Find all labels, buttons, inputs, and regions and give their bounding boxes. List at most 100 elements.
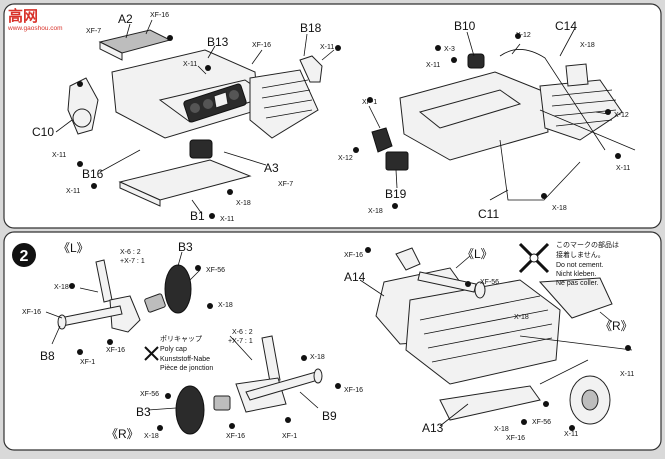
svg-text:XF-16: XF-16 bbox=[506, 435, 525, 442]
svg-text:X-18: X-18 bbox=[580, 42, 595, 49]
step-number-badge: 2 bbox=[12, 243, 36, 267]
svg-text:X-18: X-18 bbox=[368, 208, 383, 215]
svg-text:X-12: X-12 bbox=[516, 32, 531, 39]
svg-text:B8: B8 bbox=[40, 349, 55, 363]
svg-text:X-18: X-18 bbox=[236, 200, 251, 207]
step2-left-labels: 《L》 B3 X-6 : 2 +X-7 : 1 XF-56 X-18 X-18 … bbox=[22, 240, 363, 441]
svg-text:X-18: X-18 bbox=[54, 284, 69, 291]
step1-right-leaders bbox=[368, 27, 609, 201]
svg-text:X-3: X-3 bbox=[444, 46, 455, 53]
svg-text:《L》: 《L》 bbox=[462, 247, 493, 261]
svg-text:このマークの部品は: このマークの部品は bbox=[556, 240, 619, 249]
svg-text:《R》: 《R》 bbox=[106, 427, 139, 441]
svg-text:+X-7 : 1: +X-7 : 1 bbox=[120, 258, 145, 265]
svg-text:XF-16: XF-16 bbox=[106, 347, 125, 354]
svg-text:《R》: 《R》 bbox=[600, 319, 633, 333]
svg-text:X-11: X-11 bbox=[564, 431, 578, 438]
svg-text:B3: B3 bbox=[178, 240, 193, 254]
polycap-note: ポリキャップ Poly cap Kunststoff-Nabe Pièce de… bbox=[160, 335, 213, 372]
svg-text:A14: A14 bbox=[344, 270, 366, 284]
chassis-illustration bbox=[375, 247, 633, 425]
step1-left-leaders bbox=[55, 19, 335, 215]
svg-text:X-11: X-11 bbox=[52, 152, 66, 159]
svg-text:X-11: X-11 bbox=[66, 188, 80, 195]
svg-text:A2: A2 bbox=[118, 12, 133, 26]
svg-text:X-6 : 2: X-6 : 2 bbox=[232, 329, 253, 336]
screw-markers-chassis bbox=[365, 247, 631, 431]
svg-text:XF-7: XF-7 bbox=[86, 28, 101, 35]
svg-text:X-12: X-12 bbox=[614, 112, 629, 119]
svg-text:Poly cap: Poly cap bbox=[160, 346, 187, 353]
svg-text:XF-16: XF-16 bbox=[344, 252, 363, 259]
svg-text:X-18: X-18 bbox=[144, 433, 159, 440]
svg-text:A13: A13 bbox=[422, 421, 444, 435]
svg-text:X-11: X-11 bbox=[616, 165, 630, 172]
svg-text:X-11: X-11 bbox=[183, 61, 197, 68]
svg-text:Do not cement.: Do not cement. bbox=[556, 262, 604, 269]
no-cement-icon bbox=[518, 242, 550, 274]
svg-text:Nicht kleben.: Nicht kleben. bbox=[556, 271, 597, 278]
svg-text:XF-16: XF-16 bbox=[150, 12, 169, 19]
svg-text:XF-16: XF-16 bbox=[344, 387, 363, 394]
svg-text:B16: B16 bbox=[82, 167, 104, 181]
svg-text:XF-1: XF-1 bbox=[282, 433, 297, 440]
svg-text:X-18: X-18 bbox=[310, 354, 325, 361]
svg-text:www.gaoshou.com: www.gaoshou.com bbox=[7, 25, 63, 32]
svg-text:XF-7: XF-7 bbox=[278, 181, 293, 188]
svg-text:XF-1: XF-1 bbox=[80, 359, 95, 366]
step2-leaders bbox=[45, 251, 319, 411]
step1-labels: A2 XF-16 XF-7 B13 XF-16 X-11 B18 X-11 C1… bbox=[32, 12, 630, 223]
svg-text:X-18: X-18 bbox=[514, 314, 529, 321]
svg-text:B10: B10 bbox=[454, 19, 476, 33]
svg-text:C10: C10 bbox=[32, 125, 54, 139]
svg-text:XF-56: XF-56 bbox=[480, 279, 499, 286]
svg-text:B1: B1 bbox=[190, 209, 205, 223]
svg-text:X-18: X-18 bbox=[552, 205, 567, 212]
right-hub-illustration bbox=[175, 335, 323, 435]
svg-text:ポリキャップ: ポリキャップ bbox=[160, 335, 202, 343]
svg-text:X-18: X-18 bbox=[494, 426, 509, 433]
svg-text:XF-16: XF-16 bbox=[22, 309, 41, 316]
svg-text:2: 2 bbox=[20, 248, 29, 265]
svg-text:X-11: X-11 bbox=[220, 216, 234, 223]
svg-text:B9: B9 bbox=[322, 409, 337, 423]
svg-text:接着しません。: 接着しません。 bbox=[556, 250, 605, 259]
svg-text:B19: B19 bbox=[385, 187, 407, 201]
svg-text:B18: B18 bbox=[300, 21, 322, 35]
polycap-icon bbox=[144, 346, 159, 361]
svg-text:XF-1: XF-1 bbox=[362, 99, 377, 106]
svg-text:XF-16: XF-16 bbox=[252, 42, 271, 49]
no-cement-note: このマークの部品は 接着しません。 Do not cement. Nicht k… bbox=[556, 240, 619, 287]
svg-text:Pièce de jonction: Pièce de jonction bbox=[160, 365, 213, 372]
svg-text:X-12: X-12 bbox=[338, 155, 353, 162]
svg-text:A3: A3 bbox=[264, 161, 279, 175]
svg-text:《L》: 《L》 bbox=[58, 241, 89, 255]
svg-text:B3: B3 bbox=[136, 405, 151, 419]
svg-text:C14: C14 bbox=[555, 19, 577, 33]
svg-text:XF-56: XF-56 bbox=[532, 419, 551, 426]
svg-text:高网: 高网 bbox=[8, 7, 38, 25]
svg-text:X-11: X-11 bbox=[320, 44, 334, 51]
engine-left-illustration bbox=[67, 29, 323, 207]
left-hub-illustration bbox=[57, 259, 192, 333]
svg-text:XF-56: XF-56 bbox=[206, 267, 225, 274]
svg-text:X-6 : 2: X-6 : 2 bbox=[120, 249, 141, 256]
screw-markers-step1 bbox=[77, 33, 621, 219]
svg-text:B13: B13 bbox=[207, 35, 229, 49]
svg-text:Ne pas coller.: Ne pas coller. bbox=[556, 280, 598, 287]
svg-text:X-18: X-18 bbox=[218, 302, 233, 309]
screw-markers-step2 bbox=[69, 265, 341, 431]
watermark-logo: 高网 www.gaoshou.com bbox=[7, 7, 63, 32]
svg-text:XF-16: XF-16 bbox=[226, 433, 245, 440]
svg-text:X-11: X-11 bbox=[426, 62, 440, 69]
svg-text:XF-56: XF-56 bbox=[140, 391, 159, 398]
svg-text:+X-7 : 1: +X-7 : 1 bbox=[228, 338, 253, 345]
svg-text:C11: C11 bbox=[478, 207, 499, 221]
chassis-labels: XF-16 A14 《L》 XF-56 X-18 《R》 X-11 A13 X-… bbox=[344, 247, 634, 442]
svg-text:X-11: X-11 bbox=[620, 371, 634, 378]
engine-right-illustration bbox=[371, 49, 636, 201]
chassis-leaders bbox=[359, 255, 613, 427]
svg-text:Kunststoff-Nabe: Kunststoff-Nabe bbox=[160, 356, 210, 363]
